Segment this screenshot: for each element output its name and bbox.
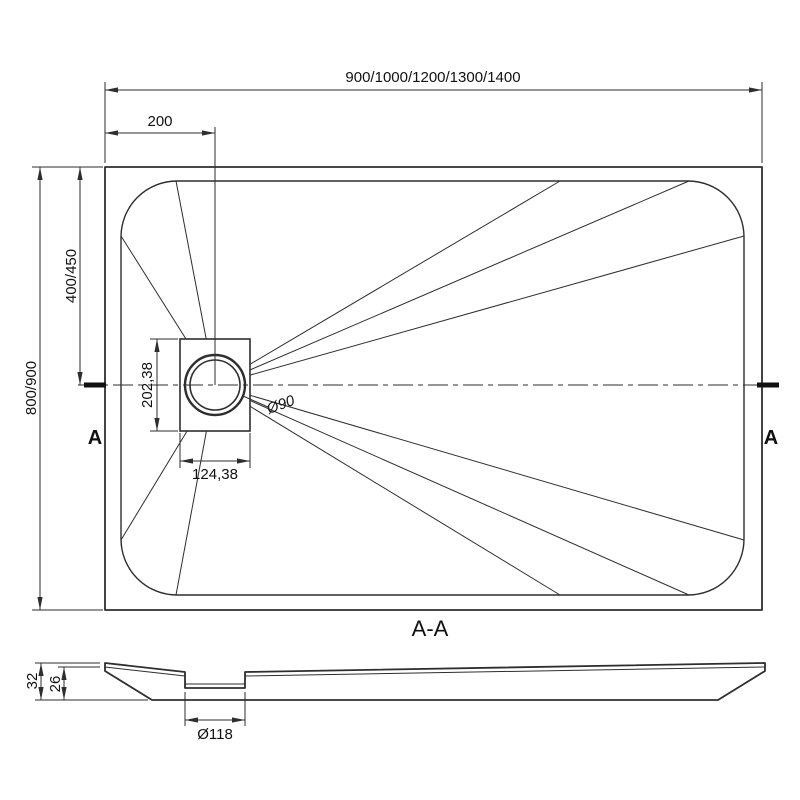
drain-offset-dimension: 200 bbox=[105, 113, 215, 136]
section-height-text: 32 bbox=[24, 673, 41, 690]
section-title: A-A bbox=[412, 616, 449, 641]
slope-lines bbox=[120, 180, 745, 596]
section-label-right: A bbox=[764, 427, 778, 449]
drain-offset-text: 200 bbox=[147, 113, 172, 130]
recess-height-dimension: 202,38 bbox=[139, 338, 178, 432]
recess-width-dimension: 124,38 bbox=[179, 433, 251, 483]
section-view: A-A 32 26 Ø118 bbox=[24, 616, 766, 743]
inner-surface-left bbox=[104, 666, 186, 677]
inner-surface-right bbox=[244, 666, 766, 677]
section-inner-height-text: 26 bbox=[47, 676, 64, 693]
half-height-dimension: 400/450 bbox=[63, 167, 83, 385]
section-inner-height-dimension: 26 bbox=[47, 667, 67, 700]
top-view: A A 900/1000/1200/1300/1400 200 800/900 … bbox=[23, 69, 779, 611]
tray-outer-rect bbox=[104, 166, 763, 611]
height-dimension-text: 800/900 bbox=[23, 361, 40, 415]
section-label-left: A bbox=[88, 427, 102, 449]
width-dimension-text: 900/1000/1200/1300/1400 bbox=[345, 69, 520, 86]
recess-height-text: 202,38 bbox=[139, 362, 156, 408]
recess-width-text: 124,38 bbox=[192, 466, 238, 483]
drain-hole-text: Ø118 bbox=[197, 726, 233, 743]
half-height-text: 400/450 bbox=[63, 249, 80, 303]
tray-inner-rect bbox=[120, 180, 745, 596]
section-profile bbox=[104, 662, 766, 701]
height-dimension: 800/900 bbox=[23, 166, 103, 611]
width-dimension: 900/1000/1200/1300/1400 bbox=[104, 69, 763, 163]
drain-hole-dimension: Ø118 bbox=[184, 692, 246, 743]
section-height-dimension: 32 bbox=[24, 662, 148, 701]
